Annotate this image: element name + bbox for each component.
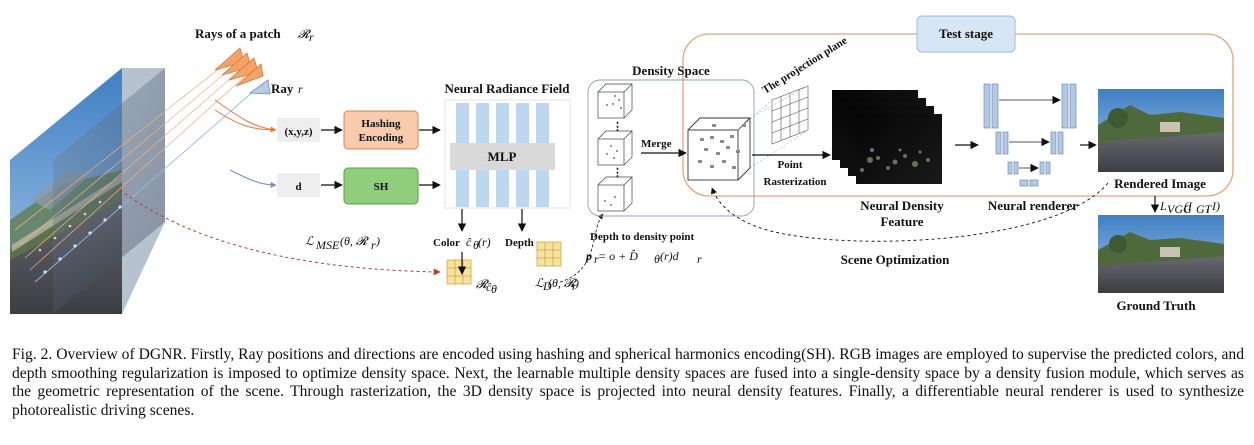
neural-renderer-label: Neural renderer bbox=[988, 198, 1078, 213]
density-space-region bbox=[587, 79, 755, 217]
svg-text:= o + D̂: = o + D̂ bbox=[598, 249, 638, 263]
point-rasterization-label-2: Rasterization bbox=[764, 176, 827, 188]
neural-renderer-unet bbox=[983, 83, 1077, 187]
scene-optimization-label: Scene Optimization bbox=[841, 252, 950, 267]
svg-text:p: p bbox=[585, 249, 592, 263]
test-stage-badge bbox=[916, 15, 1016, 53]
svg-text:𝓡: 𝓡 bbox=[476, 277, 490, 291]
patch-cameras-icon bbox=[214, 47, 264, 87]
svg-text:r: r bbox=[572, 279, 577, 293]
rendered-image-label: Rendered Image bbox=[1114, 176, 1206, 191]
vgg-loss-label: L bbox=[1159, 199, 1167, 213]
projection-plane bbox=[771, 85, 809, 145]
test-stage-label: Test stage bbox=[939, 26, 993, 41]
svg-text:θ: θ bbox=[654, 252, 660, 266]
svg-text:): ) bbox=[574, 276, 579, 290]
svg-text:ĉ: ĉ bbox=[466, 235, 472, 249]
density-space-title: Density Space bbox=[632, 63, 710, 78]
svg-text:r: r bbox=[298, 82, 303, 96]
depth-patch-grid bbox=[536, 241, 562, 267]
xyz-input-box bbox=[277, 118, 320, 142]
svg-text:Encoding: Encoding bbox=[359, 132, 404, 144]
svg-text:(x,y,z): (x,y,z) bbox=[284, 126, 312, 138]
color-label: Color bbox=[433, 237, 460, 249]
sh-encoding-box bbox=[343, 167, 419, 205]
svg-text:D: D bbox=[542, 279, 552, 293]
svg-text:Hashing: Hashing bbox=[361, 118, 401, 130]
nerf-mlp-block bbox=[444, 99, 571, 209]
neural-density-feature-label-2: Feature bbox=[880, 214, 923, 229]
ground-truth-image bbox=[1098, 215, 1224, 293]
svg-text:MSE: MSE bbox=[315, 238, 340, 252]
svg-text:GT: GT bbox=[1196, 202, 1213, 216]
density-cubes-small bbox=[597, 83, 633, 212]
direction-input-box bbox=[277, 173, 320, 197]
rendered-image bbox=[1098, 89, 1224, 172]
svg-text:ℒ: ℒ bbox=[535, 276, 544, 290]
svg-text:(θ, 𝓡: (θ, 𝓡 bbox=[548, 276, 578, 290]
neural-density-feature-label-1: Neural Density bbox=[860, 198, 944, 213]
merge-label: Merge bbox=[641, 138, 672, 150]
svg-text:(I: (I bbox=[1184, 199, 1193, 213]
rays-of-patch-math: 𝓡 bbox=[298, 27, 312, 41]
svg-text:θ: θ bbox=[473, 238, 479, 252]
scene-cube bbox=[10, 59, 256, 314]
depth-to-density-label: Depth to density point bbox=[590, 231, 695, 243]
point-rasterization-label-1: Point bbox=[777, 159, 802, 171]
svg-text:ĉ: ĉ bbox=[486, 280, 492, 294]
svg-text:r: r bbox=[594, 252, 599, 266]
svg-text:r: r bbox=[309, 30, 314, 44]
hashing-encoding-box bbox=[343, 110, 419, 150]
ground-truth-label: Ground Truth bbox=[1116, 298, 1196, 313]
rays-of-patch-label: Rays of a patch bbox=[195, 26, 281, 41]
svg-text:(r): (r) bbox=[478, 235, 491, 249]
svg-text:⋮: ⋮ bbox=[612, 167, 623, 179]
ray-label: Ray bbox=[271, 81, 294, 96]
ray-camera-icon bbox=[248, 79, 271, 95]
depth-label: Depth bbox=[505, 237, 534, 249]
nerf-title: Neural Radiance Field bbox=[445, 81, 571, 96]
color-patch-grid bbox=[446, 259, 472, 285]
svg-text:SH: SH bbox=[374, 181, 389, 193]
svg-text:r: r bbox=[697, 252, 702, 266]
svg-text:(r)d: (r)d bbox=[660, 249, 680, 263]
svg-text:(θ, 𝓡: (θ, 𝓡 bbox=[340, 234, 370, 248]
svg-text:r: r bbox=[371, 238, 376, 252]
dgnr-overview-diagram: Test stage bbox=[10, 15, 1234, 314]
svg-text:, I): , I) bbox=[1206, 199, 1220, 213]
figure-caption: Fig. 2. Overview of DGNR. Firstly, Ray p… bbox=[12, 346, 1244, 419]
mse-loss-label: ℒ bbox=[305, 234, 314, 248]
merged-density-cube bbox=[687, 117, 751, 181]
svg-text:d: d bbox=[295, 181, 301, 193]
svg-text:VGG: VGG bbox=[1167, 202, 1192, 216]
svg-text:⋮: ⋮ bbox=[612, 121, 623, 133]
svg-text:θ: θ bbox=[491, 282, 497, 296]
mlp-label: MLP bbox=[488, 149, 517, 164]
neural-density-feature-stack bbox=[832, 90, 942, 184]
svg-text:): ) bbox=[375, 234, 380, 248]
